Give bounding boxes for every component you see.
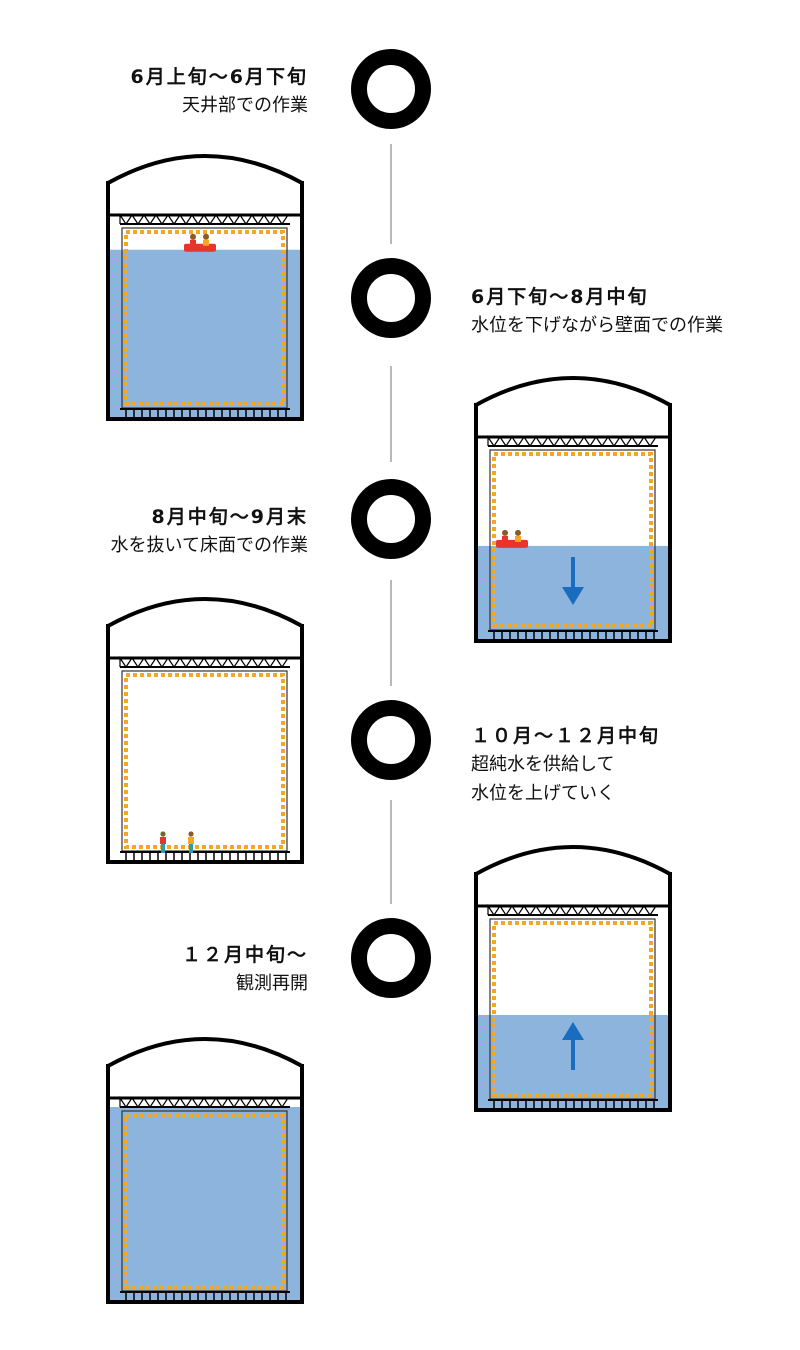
arrowhead-down-icon bbox=[562, 587, 584, 605]
stage-4-label: １０月～１２月中旬 超純水を供給して 水位を上げていく bbox=[471, 722, 660, 808]
worker-head bbox=[190, 233, 196, 240]
stage-3-date: 8月中旬～9月末 bbox=[151, 506, 308, 528]
worker-head bbox=[515, 529, 521, 536]
stage-2-marker bbox=[351, 258, 431, 338]
timeline-connector bbox=[390, 580, 392, 686]
photomultiplier-lining bbox=[492, 921, 653, 1097]
stage-1-marker bbox=[351, 49, 431, 129]
tank-dome bbox=[475, 376, 671, 407]
timeline-connector bbox=[390, 800, 392, 904]
worker-body bbox=[502, 535, 508, 542]
worker-body bbox=[203, 239, 209, 246]
roof-truss bbox=[119, 1096, 289, 1109]
photomultiplier-lining bbox=[124, 230, 285, 406]
timeline-connector bbox=[390, 366, 392, 462]
tank-dome bbox=[107, 154, 303, 185]
worker-body bbox=[190, 239, 196, 246]
stage-4-date: １０月～１２月中旬 bbox=[471, 725, 661, 747]
stage-1-tank-diagram bbox=[106, 143, 304, 426]
worker-legs bbox=[189, 844, 193, 853]
work-raft bbox=[184, 243, 216, 252]
stage-1-label: 6月上旬～6月下旬 天井部での作業 bbox=[131, 63, 308, 120]
worker-body bbox=[515, 535, 521, 542]
stage-4-marker bbox=[351, 700, 431, 780]
stage-4-desc-line-1: 超純水を供給して bbox=[471, 754, 615, 775]
tank-dome bbox=[107, 1037, 303, 1068]
stage-2-label: 6月下旬～8月中旬 水位を下げながら壁面での作業 bbox=[471, 283, 723, 340]
stage-5-label: １２月中旬～ 観測再開 bbox=[182, 941, 308, 998]
worker-body bbox=[160, 837, 166, 844]
worker-head bbox=[160, 831, 166, 837]
work-raft bbox=[496, 539, 528, 548]
stage-1-desc: 天井部での作業 bbox=[182, 95, 308, 116]
roof-truss bbox=[487, 904, 657, 917]
stage-3-tank-diagram bbox=[106, 586, 304, 869]
roof-truss bbox=[119, 656, 289, 669]
worker-head bbox=[502, 529, 508, 536]
worker-body bbox=[188, 837, 194, 844]
photomultiplier-lining bbox=[124, 1113, 285, 1289]
stage-5-desc: 観測再開 bbox=[236, 973, 308, 994]
inner-detector-frame bbox=[121, 670, 288, 852]
stage-5-date: １２月中旬～ bbox=[181, 944, 308, 966]
roof-truss bbox=[119, 213, 289, 226]
stage-3-label: 8月中旬～9月末 水を抜いて床面での作業 bbox=[111, 503, 308, 560]
arrowhead-up-icon bbox=[562, 1022, 584, 1040]
stage-2-desc: 水位を下げながら壁面での作業 bbox=[471, 315, 723, 336]
stage-2-tank-diagram bbox=[474, 365, 672, 648]
stage-4-tank-diagram bbox=[474, 834, 672, 1117]
timeline-connector bbox=[390, 144, 392, 244]
water bbox=[108, 1107, 302, 1302]
tank-dome bbox=[475, 845, 671, 876]
worker-legs bbox=[161, 844, 165, 853]
worker-head bbox=[203, 233, 209, 240]
stage-3-desc: 水を抜いて床面での作業 bbox=[110, 535, 308, 556]
roof-truss bbox=[487, 435, 657, 448]
tank-dome bbox=[107, 597, 303, 628]
stage-5-tank-diagram bbox=[106, 1026, 304, 1309]
photomultiplier-lining bbox=[492, 452, 653, 628]
stage-5-marker bbox=[351, 918, 431, 998]
worker-head bbox=[188, 831, 194, 837]
stage-1-date: 6月上旬～6月下旬 bbox=[130, 66, 308, 88]
photomultiplier-lining bbox=[124, 673, 285, 849]
stage-2-date: 6月下旬～8月中旬 bbox=[471, 286, 649, 308]
stage-3-marker bbox=[351, 479, 431, 559]
stage-4-desc-line-2: 水位を上げていく bbox=[471, 783, 615, 804]
water bbox=[108, 249, 302, 419]
